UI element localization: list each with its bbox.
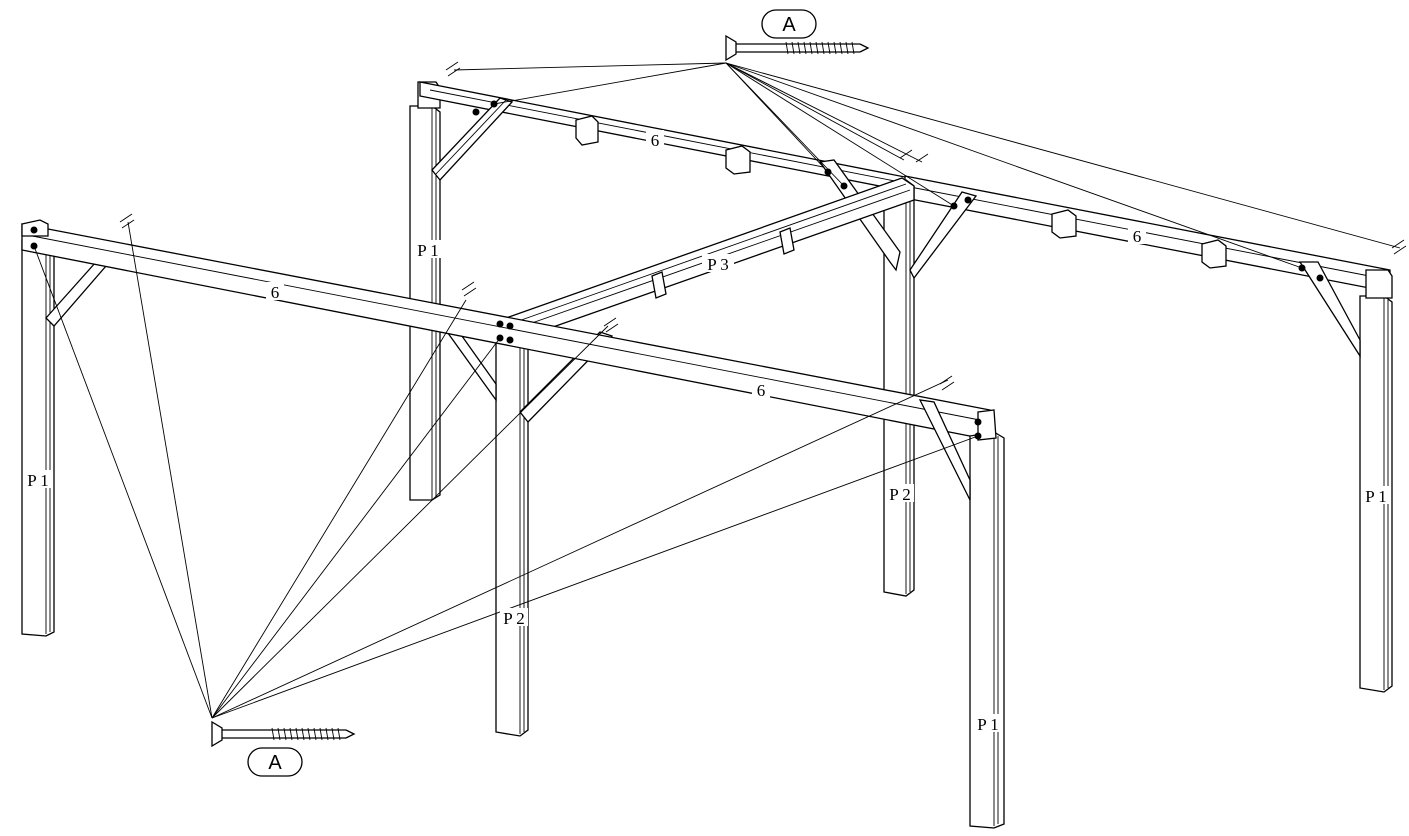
brace-back-left <box>431 97 514 181</box>
post-right <box>1359 269 1393 693</box>
callout-bottom-label: A <box>268 752 282 774</box>
screw-icon-top <box>725 34 870 62</box>
label-post-front-left: P 1 <box>27 471 49 490</box>
brace-front-left <box>45 261 108 327</box>
label-post-center-front: P 2 <box>503 609 525 628</box>
label-beam-right: 6 <box>1133 227 1142 246</box>
label-beam-front-right: 6 <box>757 381 766 400</box>
leader-lines-top <box>453 62 1401 269</box>
label-beam-back: 6 <box>651 131 660 150</box>
break-marks <box>119 61 1407 391</box>
label-post-front-right: P 1 <box>977 715 999 734</box>
leader-lines-bottom <box>33 221 979 719</box>
post-front-left <box>21 235 55 637</box>
label-post-right: P 1 <box>1365 487 1387 506</box>
brace-right <box>1298 261 1361 359</box>
label-beam-front-left: 6 <box>271 283 280 302</box>
post-center-front <box>495 335 529 737</box>
callout-top-label: A <box>782 14 796 36</box>
brace-front-right <box>918 399 971 501</box>
callout-bottom: A <box>247 747 303 777</box>
label-post-back-left: P 1 <box>417 241 439 260</box>
label-post-center-back: P 2 <box>889 485 911 504</box>
label-ridge: P 3 <box>707 255 729 274</box>
callout-top: A <box>761 9 817 39</box>
part-labels: 6 6 6 6 P 3 P 1 P 1 P 2 P 2 P 1 P 1 <box>24 130 1390 734</box>
post-front-right <box>969 409 1005 829</box>
screw-icon-bottom <box>211 720 356 748</box>
